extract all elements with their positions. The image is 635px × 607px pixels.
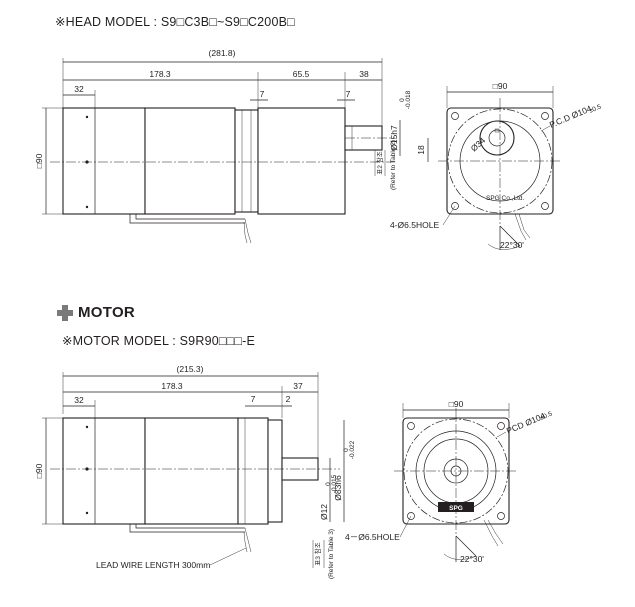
head-ref-korean: 표2 참조 [376, 151, 384, 174]
head-hole-dim: 4-Ø6.5HOLE [390, 220, 439, 230]
motor-shaft-dia: Ø12 [319, 504, 329, 520]
head-front-view: □90 Ø34 SPG Co.,Ltd. P.C.D Ø104 ±0.5 4-Ø… [390, 81, 603, 250]
motor-front-view: □90 SPG PCD Ø104 ±0.5 4－Ø6.5HOLE 22°30' [345, 399, 554, 564]
motor-pilot-tol: -0.022 [349, 440, 356, 459]
motor-heading: MOTOR [78, 304, 136, 321]
head-flange-a-dim: 7 [260, 89, 265, 99]
motor-overall-dim: (215.3) [177, 364, 204, 374]
head-key-offset: 18 [416, 145, 426, 155]
motor-pilot-dia: Ø83h6 [333, 475, 343, 501]
head-pcd-tol: ±0.5 [588, 103, 603, 115]
motor-flange-a-dim: 7 [251, 394, 256, 404]
head-shaft-dia: Ø15h7 [389, 125, 399, 151]
head-pcd: P.C.D Ø104 [548, 103, 593, 130]
plus-icon [57, 305, 73, 321]
motor-model-label: ※MOTOR MODEL : S9R90□□□-E [62, 334, 256, 348]
motor-shaft-tol-top: 0 [325, 482, 332, 486]
motor-pcd-tol: ±0.5 [539, 410, 554, 422]
head-face-mark: SPG Co.,Ltd. [486, 195, 524, 202]
motor-angle: 22°30' [460, 554, 484, 564]
motor-cover-dim: 32 [74, 395, 84, 405]
head-side-view: (281.8) 178.3 65.5 38 32 7 7 [34, 48, 429, 244]
motor-shaft-dim: 37 [293, 381, 303, 391]
head-ref-english: (Refer to Table 2) [390, 140, 397, 190]
motor-side-view: (215.3) 178.3 37 32 7 2 □90 Ø83h6 -0.022 [34, 364, 356, 579]
motor-square-dim: □90 [34, 463, 44, 478]
motor-front-square: □90 [449, 399, 464, 409]
head-model-label: ※HEAD MODEL : S9□C3B□~S9□C200B□ [55, 15, 295, 29]
head-square-dim: □90 [34, 153, 44, 168]
motor-lead-wire: LEAD WIRE LENGTH 300mm [96, 560, 210, 570]
head-shaft-dim: 38 [359, 69, 369, 79]
head-head-dim: 65.5 [293, 69, 310, 79]
head-shaft-tol: -0.018 [405, 90, 412, 109]
motor-hole-dim: 4－Ø6.5HOLE [345, 532, 400, 542]
motor-face-mark: SPG [449, 505, 463, 512]
motor-flange-b-dim: 2 [286, 394, 291, 404]
head-cover-dim: 32 [74, 84, 84, 94]
head-body-dim: 178.3 [149, 69, 171, 79]
motor-ref-english: (Refer to Table 3) [328, 529, 335, 579]
head-flange-b-dim: 7 [346, 89, 351, 99]
head-shaft-tol-top: 0 [399, 98, 406, 102]
motor-ref-korean: 표3 참조 [314, 542, 322, 565]
motor-shaft-tol: -0.015 [331, 474, 338, 493]
motor-pilot-tol-top: 0 [343, 448, 350, 452]
head-overall-dim: (281.8) [209, 48, 236, 58]
head-front-square: □90 [493, 81, 508, 91]
head-angle: 22°30' [500, 240, 524, 250]
motor-body-dim: 178.3 [161, 381, 183, 391]
